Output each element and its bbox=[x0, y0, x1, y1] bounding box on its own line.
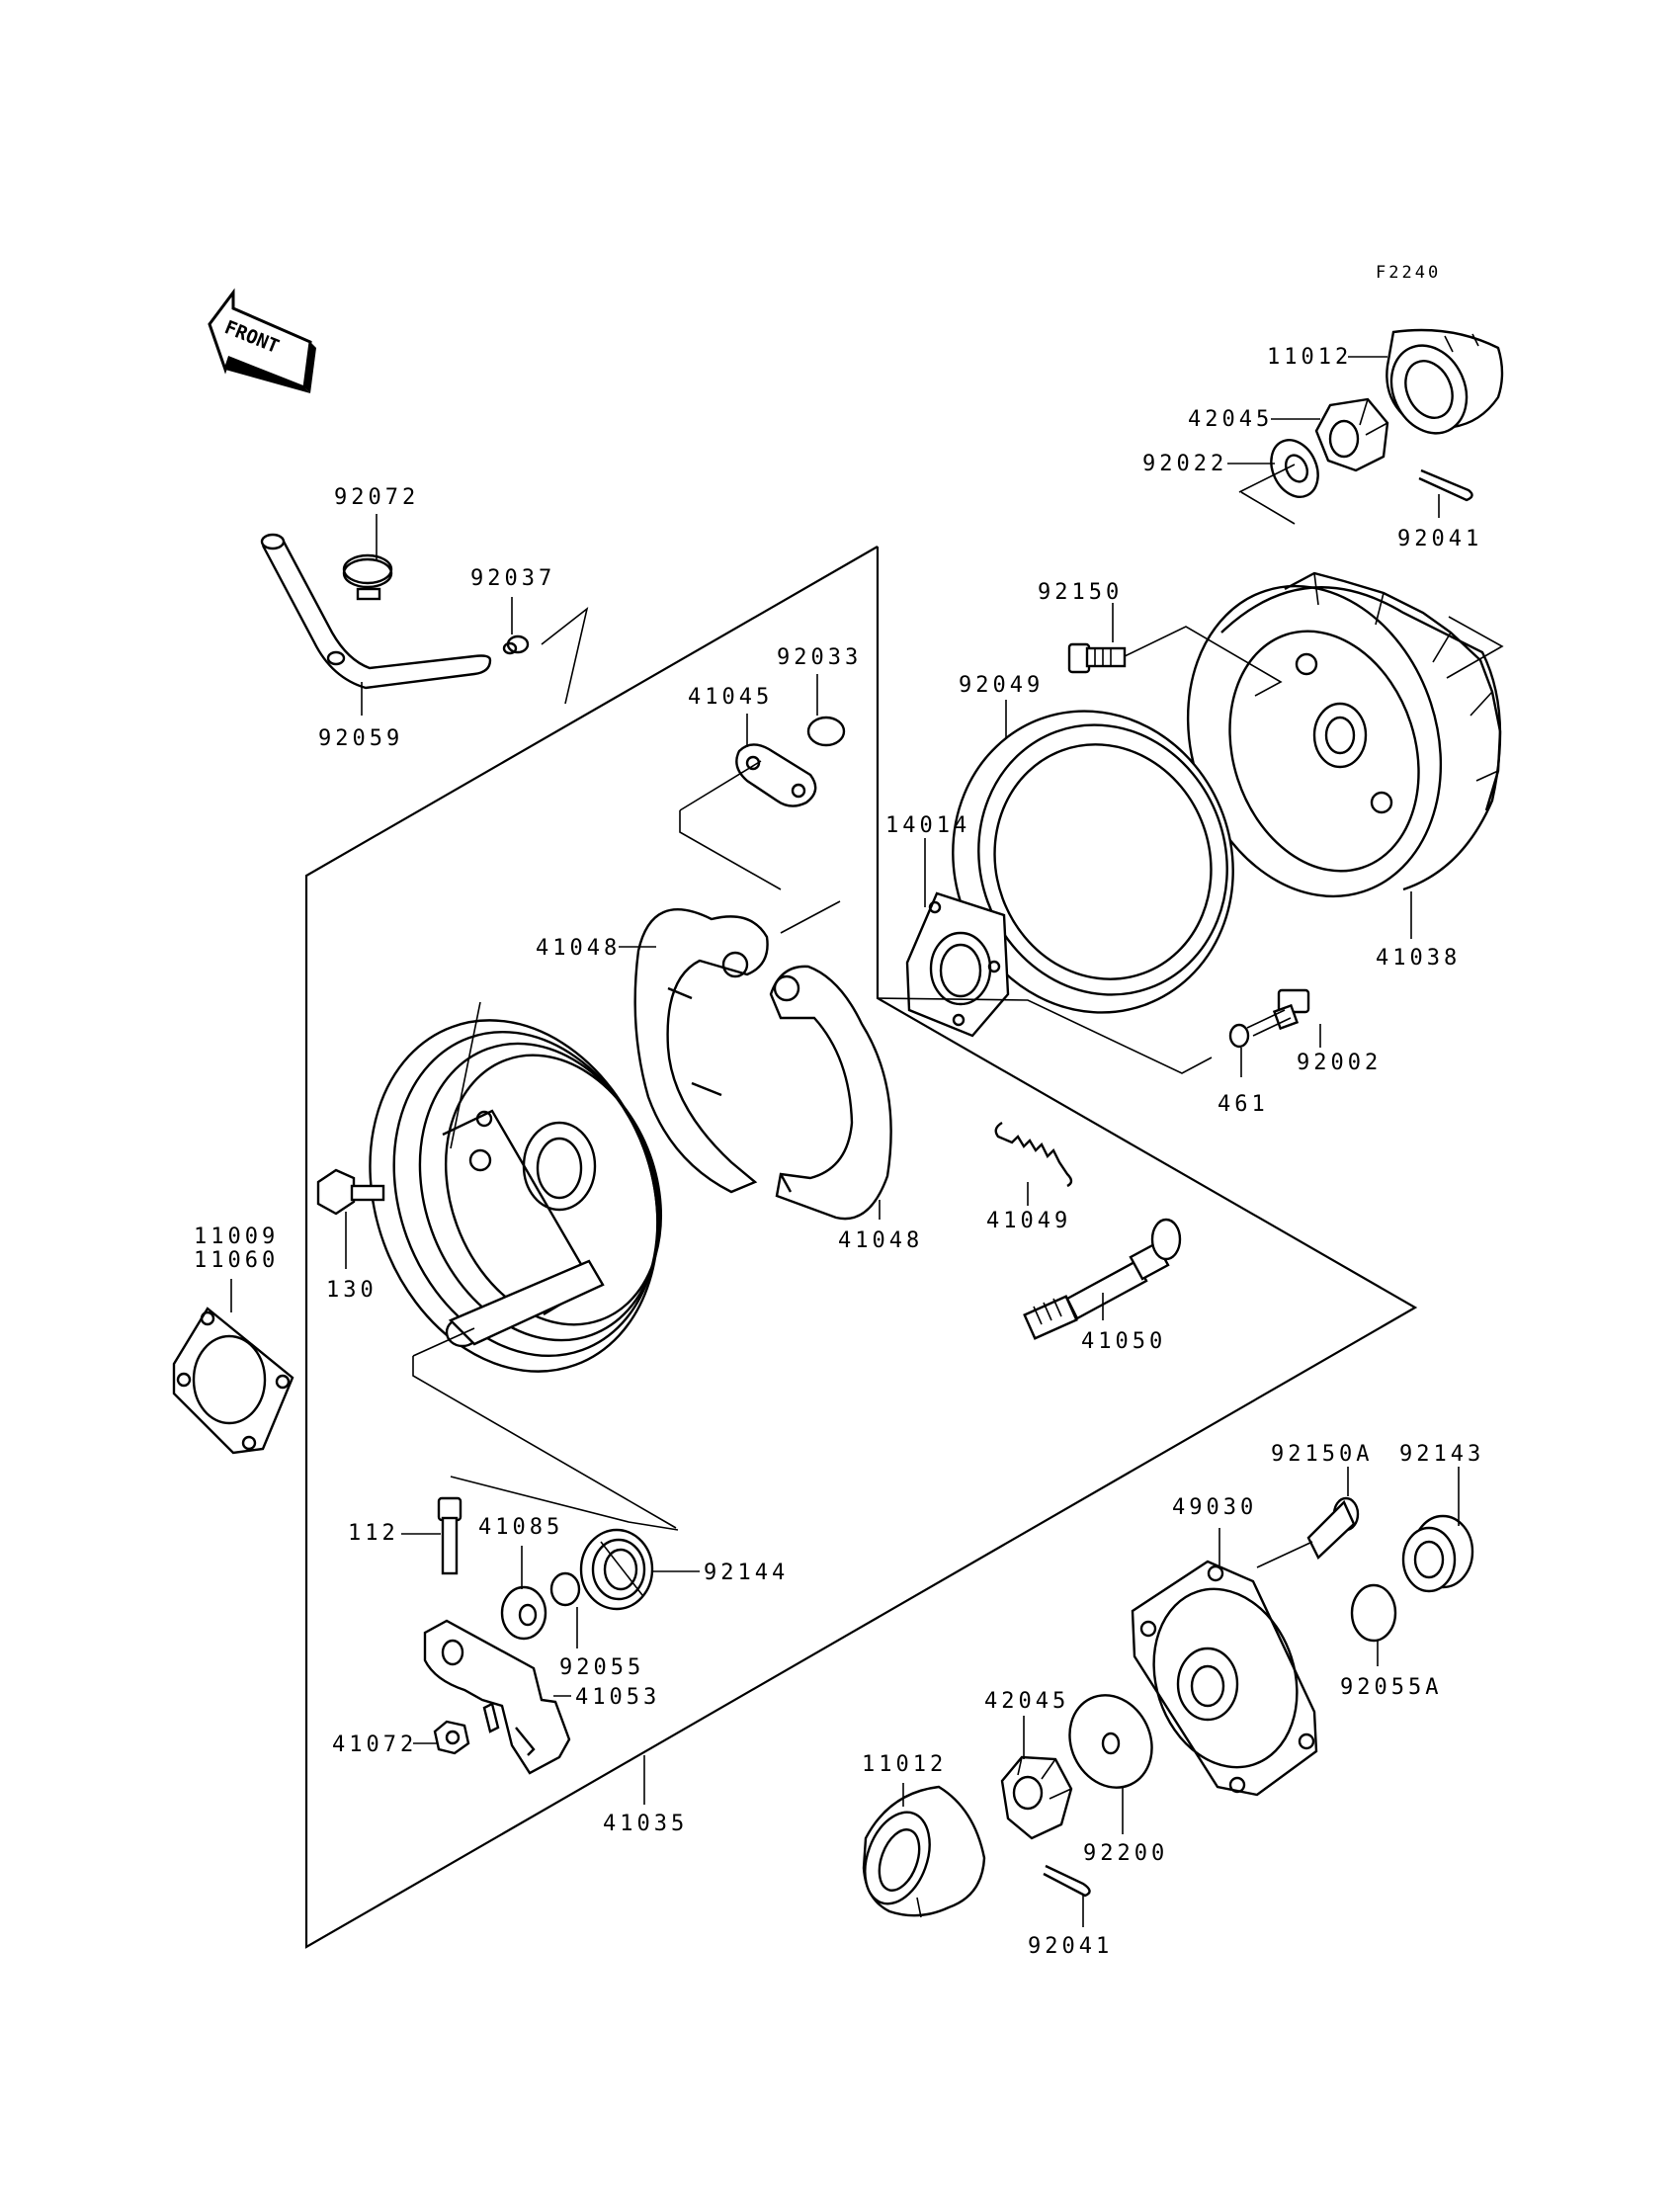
bolt-112 bbox=[437, 1496, 462, 1575]
label-130: 130 bbox=[326, 1278, 378, 1303]
hub-49030 bbox=[1131, 1560, 1318, 1797]
circlip-92033 bbox=[806, 716, 846, 747]
bolt-92002 bbox=[1246, 988, 1310, 1037]
bolt-130 bbox=[316, 1168, 385, 1216]
cap-11012-top bbox=[1386, 328, 1504, 435]
axis-line bbox=[1240, 491, 1296, 525]
circlip-92055 bbox=[549, 1571, 581, 1607]
axis-line bbox=[877, 997, 1213, 1074]
label-41050: 41050 bbox=[1081, 1329, 1166, 1354]
figure-code: F2240 bbox=[1376, 263, 1441, 283]
washer-92200 bbox=[1068, 1694, 1153, 1789]
washer-92022 bbox=[1270, 439, 1319, 498]
circlip-92055A bbox=[1350, 1583, 1397, 1643]
lock-washer-461 bbox=[1228, 1023, 1250, 1049]
label-461: 461 bbox=[1218, 1092, 1269, 1117]
label-42045-top: 42045 bbox=[1188, 407, 1273, 432]
axis-line bbox=[1446, 616, 1504, 679]
label-11012-bottom: 11012 bbox=[862, 1752, 947, 1777]
label-42045-bottom: 42045 bbox=[984, 1689, 1069, 1714]
label-112: 112 bbox=[348, 1521, 399, 1546]
label-92041-bottom: 92041 bbox=[1028, 1934, 1113, 1959]
label-92072: 92072 bbox=[334, 485, 419, 510]
label-41035: 41035 bbox=[603, 1812, 688, 1836]
nut-42045-bottom bbox=[1000, 1755, 1073, 1840]
label-92150: 92150 bbox=[1038, 580, 1123, 605]
leader-lines bbox=[230, 356, 1460, 1927]
brake-arm-41053 bbox=[423, 1619, 571, 1775]
label-92041-top: 92041 bbox=[1397, 527, 1482, 551]
label-92144: 92144 bbox=[704, 1561, 789, 1585]
label-92143: 92143 bbox=[1399, 1442, 1484, 1467]
oil-seal-92143 bbox=[1401, 1514, 1474, 1593]
label-11012-top: 11012 bbox=[1267, 345, 1352, 370]
label-41045: 41045 bbox=[688, 685, 773, 710]
axis-line bbox=[1124, 626, 1283, 697]
hose-92059 bbox=[260, 533, 492, 690]
label-92200: 92200 bbox=[1083, 1841, 1168, 1866]
label-92002: 92002 bbox=[1297, 1051, 1382, 1075]
axis-line bbox=[412, 1327, 475, 1357]
washer-41085 bbox=[500, 1585, 547, 1641]
cotter-pin-92041-top bbox=[1418, 468, 1473, 502]
label-92055: 92055 bbox=[559, 1655, 644, 1680]
axis-line bbox=[412, 1356, 677, 1529]
link-41045 bbox=[735, 743, 817, 807]
label-92037: 92037 bbox=[470, 566, 555, 591]
label-92059: 92059 bbox=[318, 726, 403, 751]
label-49030: 49030 bbox=[1172, 1495, 1257, 1520]
label-92150A: 92150A bbox=[1271, 1442, 1373, 1467]
clamp-92072 bbox=[342, 553, 393, 601]
cap-11012-bottom bbox=[862, 1785, 986, 1918]
backing-plate bbox=[369, 1001, 663, 1373]
assembly-outline bbox=[304, 546, 1418, 1949]
clip-92037 bbox=[502, 634, 530, 655]
label-92055A: 92055A bbox=[1340, 1675, 1442, 1700]
label-11060: 11060 bbox=[194, 1248, 279, 1273]
label-41072: 41072 bbox=[332, 1732, 417, 1757]
axis-line bbox=[679, 810, 782, 890]
label-41048-a: 41048 bbox=[536, 936, 621, 961]
axis-line bbox=[541, 606, 589, 705]
dust-cover-14014 bbox=[905, 891, 1010, 1038]
spring-41049 bbox=[994, 1121, 1073, 1188]
nut-42045-top bbox=[1314, 397, 1389, 472]
brake-shoe-41048-b bbox=[769, 965, 892, 1221]
nut-41072 bbox=[433, 1720, 470, 1755]
axis-line bbox=[679, 760, 762, 811]
label-92022: 92022 bbox=[1142, 452, 1227, 476]
stud-92150A bbox=[1256, 1496, 1360, 1568]
label-41038: 41038 bbox=[1376, 946, 1461, 971]
return-spring-92144 bbox=[579, 1528, 654, 1611]
label-41049: 41049 bbox=[986, 1209, 1071, 1233]
gasket-11009-11060 bbox=[172, 1307, 294, 1455]
part-labels: 11012 42045 92022 92041 92072 92037 9205… bbox=[194, 345, 1484, 1959]
front-arrow-icon: FRONT bbox=[208, 288, 316, 393]
label-14014: 14014 bbox=[885, 813, 970, 838]
brake-shoe-41048-a bbox=[633, 908, 769, 1194]
label-41048-b: 41048 bbox=[838, 1228, 923, 1253]
axis-line bbox=[450, 1476, 679, 1531]
cam-shaft-41050 bbox=[1023, 1218, 1182, 1340]
label-92049: 92049 bbox=[959, 673, 1044, 698]
label-92033: 92033 bbox=[777, 645, 862, 670]
label-11009: 11009 bbox=[194, 1225, 279, 1249]
bolt-92150 bbox=[1067, 642, 1127, 674]
label-41053: 41053 bbox=[575, 1685, 660, 1710]
axis-line bbox=[1238, 464, 1296, 493]
label-41085: 41085 bbox=[478, 1515, 563, 1540]
axis-line bbox=[780, 900, 841, 934]
cotter-pin-92041-bottom bbox=[1043, 1864, 1091, 1898]
